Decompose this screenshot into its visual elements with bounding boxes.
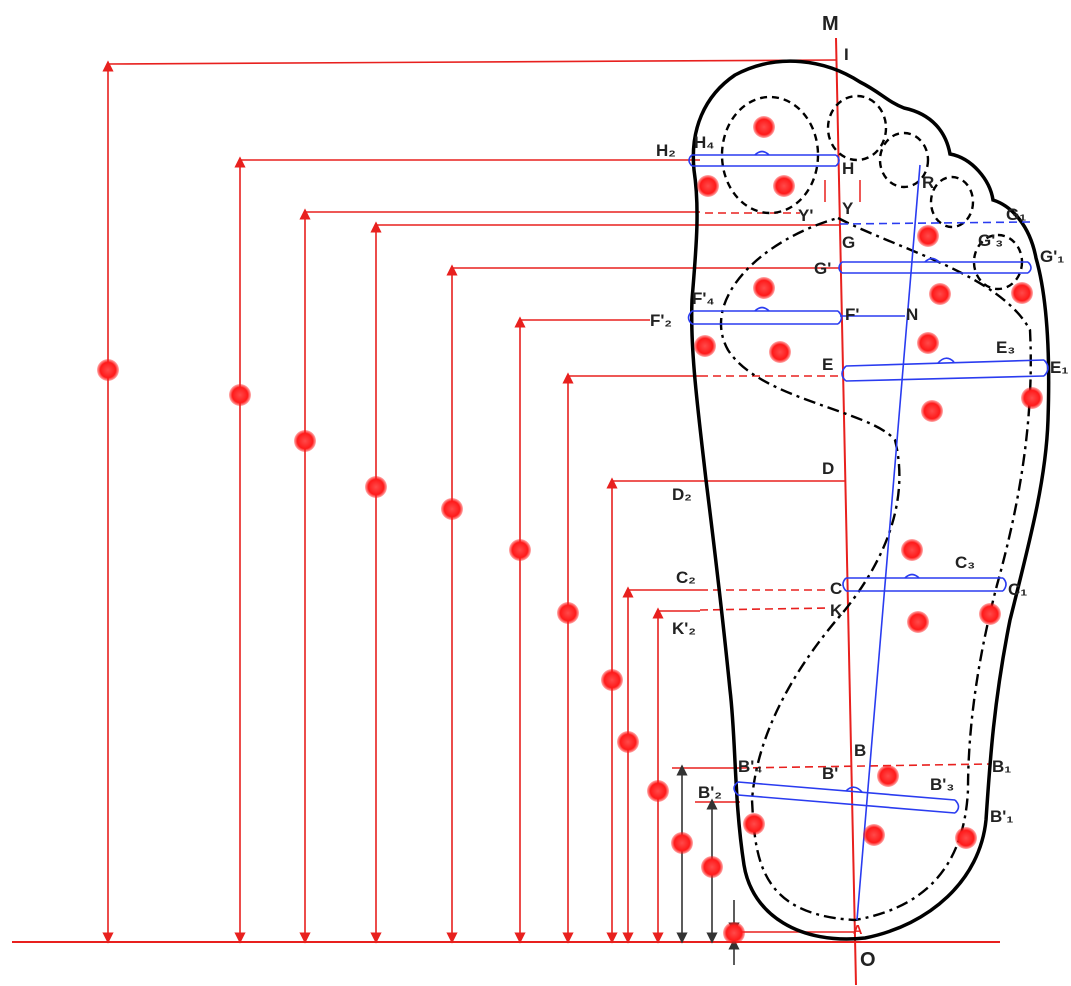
red-dot-icon [97, 359, 119, 381]
red-dot-icon [907, 611, 929, 633]
label-h: H [842, 159, 854, 178]
section-c [842, 573, 1007, 592]
red-dot-icon [955, 827, 977, 849]
label-n: N [906, 305, 918, 324]
label-e3: E₃ [996, 338, 1015, 357]
red-dot-icon [901, 539, 923, 561]
label-bp4: B'₄ [738, 757, 762, 776]
section-e [841, 357, 1049, 382]
red-dot-icon [557, 602, 579, 624]
red-dot-icon [509, 539, 531, 561]
red-dots [97, 116, 1043, 944]
label-c1: C₁ [1008, 580, 1027, 599]
toe-2 [826, 94, 888, 162]
label-i: I [844, 45, 849, 64]
label-b1: B₁ [992, 757, 1011, 776]
label-h4: H₄ [694, 133, 714, 152]
axis-line-ar [856, 164, 921, 921]
red-dot-icon [697, 175, 719, 197]
label-c: C [830, 579, 842, 598]
axis-line-mo [835, 37, 857, 986]
label-g: G [842, 233, 855, 252]
red-dot-icon [753, 116, 775, 138]
label-d2: D₂ [672, 485, 692, 504]
red-dot-icon [1021, 387, 1043, 409]
blue-lines [687, 150, 1049, 921]
red-dot-icon [229, 384, 251, 406]
label-bp: B' [822, 764, 838, 783]
section-fp [687, 306, 843, 325]
red-dot-icon [917, 225, 939, 247]
label-c2: C₂ [676, 568, 696, 587]
red-dot-icon [671, 832, 693, 854]
section-h [688, 150, 840, 167]
label-m: M [822, 13, 839, 35]
red-dot-icon [863, 824, 885, 846]
red-dot-icon [1011, 282, 1033, 304]
label-d: D [822, 459, 834, 478]
red-dot-icon [441, 498, 463, 520]
red-dot-icon [723, 922, 745, 944]
label-gp1: G'₁ [1040, 247, 1064, 266]
red-dot-icon [365, 476, 387, 498]
label-gp: G' [814, 259, 831, 278]
toe-3 [878, 131, 930, 189]
section-bp [733, 781, 960, 814]
label-yp: Y' [798, 206, 813, 225]
label-a: A [853, 922, 863, 937]
red-dot-icon [743, 813, 765, 835]
red-dot-icon [877, 765, 899, 787]
label-bp3: B'₃ [930, 775, 954, 794]
label-b: B [854, 741, 866, 760]
label-g1: G₁ [1006, 205, 1026, 224]
inner-contour [720, 216, 1032, 922]
label-r: R [922, 173, 934, 192]
y-ticks [824, 180, 861, 202]
label-h2: H₂ [656, 141, 676, 160]
ref-line-k-dash [699, 607, 831, 611]
label-y: Y [842, 199, 854, 218]
label-o: O [860, 949, 876, 971]
measure-arrows [102, 60, 664, 944]
red-dot-icon [773, 175, 795, 197]
label-e1: E₁ [1050, 358, 1068, 377]
label-k: K [830, 601, 843, 620]
red-dot-icon [701, 856, 723, 878]
point-labels: M I H₂ H₄ H R Y' Y G₁ G G'₃ G'₁ G' F'₄ F… [650, 13, 1068, 971]
toe-4 [929, 175, 975, 229]
red-dot-icon [647, 780, 669, 802]
ref-line-b-dash [739, 763, 991, 769]
red-dot-icon [921, 400, 943, 422]
red-dot-icon [601, 669, 623, 691]
label-gp3: G'₃ [978, 231, 1003, 250]
red-dot-icon [294, 430, 316, 452]
label-bp2: B'₂ [698, 783, 722, 802]
label-fp4: F'₄ [692, 289, 715, 308]
red-dot-icon [929, 283, 951, 305]
label-fp: F' [845, 305, 859, 324]
section-gp [838, 257, 1032, 274]
label-bp1: B'₁ [990, 807, 1013, 826]
red-dot-icon [694, 335, 716, 357]
y-dash-line [839, 221, 1031, 225]
label-kp2: K'₂ [672, 619, 696, 638]
red-dot-icon [753, 277, 775, 299]
red-dot-icon [617, 731, 639, 753]
label-e: E [822, 355, 833, 374]
red-dot-icon [917, 332, 939, 354]
label-fp2: F'₂ [650, 311, 672, 330]
red-dot-icon [769, 341, 791, 363]
label-c3: C₃ [955, 553, 975, 572]
red-dot-icon [979, 603, 1001, 625]
ref-line-i [107, 59, 837, 65]
foot-outline [689, 59, 1051, 941]
